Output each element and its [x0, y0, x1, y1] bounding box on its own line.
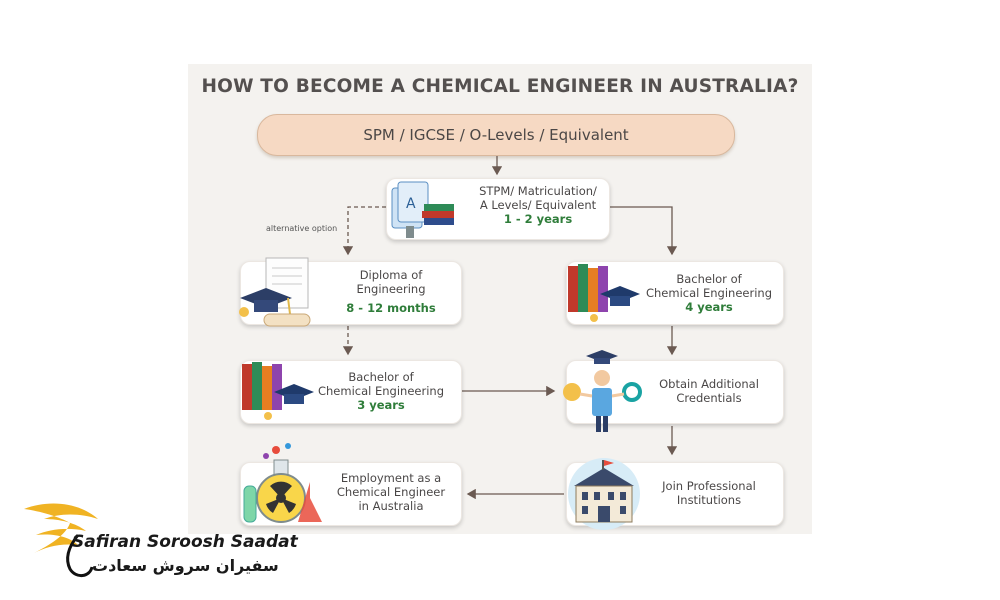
bachelor-right-line1: Bachelor of [676, 272, 742, 286]
books-icon: A [391, 181, 454, 238]
stpm-duration: 1 - 2 years [503, 212, 573, 226]
professional-text: Join Professional Institutions [644, 479, 774, 507]
arrow-stpm-to-diploma [342, 206, 386, 256]
stpm-text: STPM/ Matriculation/ A Levels/ Equivalen… [463, 184, 613, 226]
professional-line1: Join Professional [662, 479, 756, 493]
employment-line1: Employment as a [340, 471, 442, 485]
start-step-label: SPM / IGCSE / O-Levels / Equivalent [363, 126, 629, 144]
arrow-stpm-to-bachelor-right [608, 206, 678, 256]
stpm-line1: STPM/ Matriculation/ [479, 184, 597, 198]
credentials-line1: Obtain Additional [659, 377, 759, 391]
bachelor-right-line2: Chemical Engineering [645, 286, 772, 300]
chemistry-flask-icon [243, 443, 322, 523]
start-step: SPM / IGCSE / O-Levels / Equivalent [257, 114, 735, 156]
employment-line2: Chemical Engineer [336, 485, 446, 499]
infographic-panel: HOW TO BECOME A CHEMICAL ENGINEER IN AUS… [188, 64, 812, 534]
employment-text: Employment as a Chemical Engineer in Aus… [316, 471, 466, 513]
credentials-line2: Credentials [676, 391, 742, 405]
page-title: HOW TO BECOME A CHEMICAL ENGINEER IN AUS… [201, 76, 799, 97]
professional-line2: Institutions [676, 493, 742, 507]
diploma-line1: Diploma of [359, 268, 423, 282]
person-balance-icon [563, 350, 642, 432]
institution-building-icon [568, 458, 640, 530]
bachelor-left-line2: Chemical Engineering [317, 384, 444, 398]
credentials-text: Obtain Additional Credentials [644, 377, 774, 405]
diploma-text: Diploma of Engineering 8 - 12 months [316, 268, 466, 315]
bachelor-left-duration: 3 years [357, 398, 405, 412]
stpm-card [386, 178, 610, 240]
alternative-option-label: alternative option [266, 224, 338, 233]
brand-english: Safiran Soroosh Saadat [72, 532, 298, 552]
diploma-icon [239, 257, 311, 327]
bachelor-left-text: Bachelor of Chemical Engineering 3 years [306, 370, 456, 412]
bachelor-right-text: Bachelor of Chemical Engineering 4 years [634, 272, 784, 314]
svg-text:A: A [406, 196, 416, 212]
bachelor-right-duration: 4 years [685, 300, 733, 314]
brand-persian: سفیران سروش سعادت [92, 556, 279, 575]
books-icon [568, 264, 640, 322]
employment-line3: in Australia [358, 499, 424, 513]
books-icon [242, 362, 314, 420]
diploma-duration: 8 - 12 months [346, 301, 436, 315]
wing-logo-icon [24, 503, 98, 577]
diploma-line2: Engineering [356, 282, 426, 296]
stpm-line2: A Levels/ Equivalent [479, 198, 597, 212]
bachelor-left-line1: Bachelor of [348, 370, 414, 384]
